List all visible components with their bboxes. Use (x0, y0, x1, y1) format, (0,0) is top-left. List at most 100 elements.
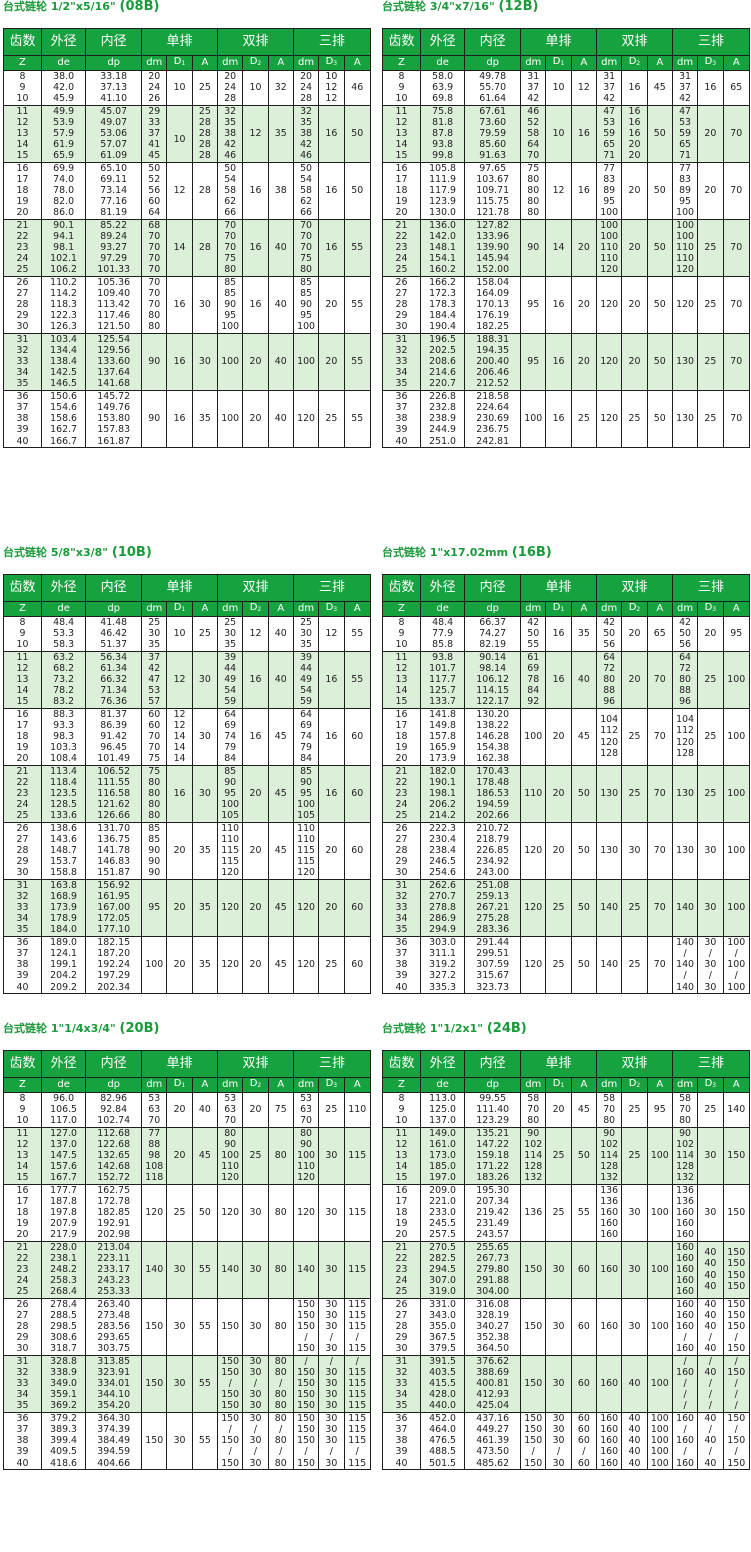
cell-double-a: 32 (267, 70, 294, 106)
cell-single-d: 30 (545, 1240, 572, 1299)
cell-pitch-diameter: 130.20 138.22 146.28 154.38 162.38 (464, 707, 522, 766)
cell-single-d: 30 30 30 / 30 (545, 1411, 572, 1470)
cell-pitch-diameter: 195.30 207.34 219.42 231.49 243.57 (464, 1183, 522, 1242)
subheader-dm: dm (141, 1077, 168, 1093)
subheader-d2: D2 (621, 55, 648, 71)
cell-double-dm: 42 50 56 (596, 616, 623, 652)
cell-single-a: 25 28 28 28 28 (191, 104, 219, 163)
cell-double-a: 40 (267, 650, 294, 709)
cell-double-d: 25 (621, 707, 648, 766)
header-row: 齿数外径内径单排双排三排 (3, 28, 372, 56)
cell-triple-dm: 25 30 35 (292, 616, 320, 652)
header-single-row: 单排 (141, 1050, 219, 1078)
cell-single-d: 10 (166, 616, 193, 652)
subheader-d1: D1 (545, 55, 572, 71)
subheader-d3: D3 (697, 1077, 724, 1093)
cell-double-d: 25 (621, 935, 648, 994)
cell-triple-a: 115 115 115 / 115 (343, 1297, 372, 1356)
cell-triple-d: 16 (318, 650, 345, 709)
cell-pitch-diameter: 99.55 111.40 123.29 (464, 1092, 522, 1128)
cell-double-dm: 85 85 90 95 100 (217, 275, 244, 334)
subheader-d3: D3 (318, 1077, 345, 1093)
cell-triple-a: 150 / 150 / 150 (722, 1411, 751, 1470)
cell-triple-a: 100 (722, 878, 751, 937)
cell-double-d: 25 (621, 764, 648, 823)
cell-double-d: 30 30 / 30 30 (242, 1354, 269, 1413)
cell-double-dm: 58 70 80 (596, 1092, 623, 1128)
header-outer-diameter: 外径 (40, 28, 87, 56)
cell-teeth: 36 37 38 39 40 (382, 1411, 421, 1470)
cell-pitch-diameter: 145.72 149.76 153.80 157.83 161.87 (85, 389, 143, 448)
cell-pitch-diameter: 97.65 103.67 109.71 115.75 121.78 (464, 161, 522, 220)
cell-triple-dm: 47 53 59 65 71 (671, 104, 699, 163)
cell-triple-dm: 140 / 140 / 140 (671, 935, 699, 994)
cell-double-d: 20 (242, 878, 269, 937)
cell-teeth: 8 9 10 (3, 1092, 42, 1128)
cell-triple-a: 115 115 115 / 115 (343, 1411, 372, 1470)
cell-teeth: 16 17 18 19 20 (382, 161, 421, 220)
subscript: 2 (257, 60, 262, 67)
cell-double-dm: 100 (217, 389, 244, 448)
cell-pitch-diameter: 156.92 161.95 167.00 172.05 177.10 (85, 878, 143, 937)
cell-triple-dm: 130 (671, 821, 699, 880)
cell-teeth: 11 12 13 14 15 (3, 1126, 42, 1185)
cell-single-a: 55 (191, 1297, 219, 1356)
cell-single-d: 30 (545, 1297, 572, 1356)
cell-double-d: 20 (621, 161, 648, 220)
cell-outer-diameter: 103.4 134.4 138.4 142.5 146.5 (40, 332, 87, 391)
cell-triple-a: 150 150 150 150 (722, 1240, 751, 1299)
cell-teeth: 26 27 28 29 30 (3, 275, 42, 334)
subscript: 1 (560, 606, 565, 613)
cell-single-a: 12 (570, 70, 598, 106)
cell-triple-dm: 100 100 110 110 120 (671, 218, 699, 277)
cell-pitch-diameter: 210.72 218.79 226.85 234.92 243.00 (464, 821, 522, 880)
cell-triple-dm: 100 (292, 332, 320, 391)
cell-triple-d: 20 (697, 104, 724, 163)
cell-double-dm: 31 37 42 (596, 70, 623, 106)
cell-triple-dm: 70 70 70 75 80 (292, 218, 320, 277)
subscript: 2 (257, 606, 262, 613)
cell-teeth: 8 9 10 (3, 70, 42, 106)
header-triple-row: 三排 (292, 1050, 372, 1078)
cell-double-d: 30 / 30 / 30 (242, 1411, 269, 1470)
subheader-a: A (267, 601, 294, 617)
cell-pitch-diameter: 255.65 267.73 279.80 291.88 304.00 (464, 1240, 522, 1299)
cell-triple-dm: 130 (671, 389, 699, 448)
cell-double-dm: 120 (596, 275, 623, 334)
cell-triple-a: 55 (343, 650, 372, 709)
subheader-a: A (343, 55, 372, 71)
cell-single-dm: 90 102 114 128 132 (520, 1126, 547, 1185)
cell-single-a: 55 (191, 1354, 219, 1413)
cell-single-a: 35 (191, 878, 219, 937)
cell-triple-d: 25 (697, 650, 724, 709)
cell-teeth: 21 22 23 24 25 (3, 764, 42, 823)
cell-double-d: 20 (621, 332, 648, 391)
subscript: 2 (636, 60, 641, 67)
cell-single-a: 30 (191, 332, 219, 391)
cell-triple-d: 20 (318, 275, 345, 334)
cell-teeth: 11 12 13 14 15 (3, 650, 42, 709)
cell-pitch-diameter: 49.78 55.70 61.64 (464, 70, 522, 106)
cell-single-d: 20 (166, 935, 193, 994)
cell-double-a: 45 (267, 707, 294, 766)
cell-single-d: 20 (545, 764, 572, 823)
cell-triple-a: 100 (722, 764, 751, 823)
cell-triple-d: 25 (318, 935, 345, 994)
cell-single-dm: 53 63 70 (141, 1092, 168, 1128)
cell-double-a: 40 (267, 275, 294, 334)
subheader-dp: dp (85, 55, 143, 71)
cell-triple-a: 65 (722, 70, 751, 106)
subheader-d3: D3 (318, 601, 345, 617)
cell-double-dm: 110 110 115 115 120 (217, 821, 244, 880)
header-inner-diameter: 内径 (464, 1050, 522, 1078)
cell-double-d: 20 (242, 935, 269, 994)
